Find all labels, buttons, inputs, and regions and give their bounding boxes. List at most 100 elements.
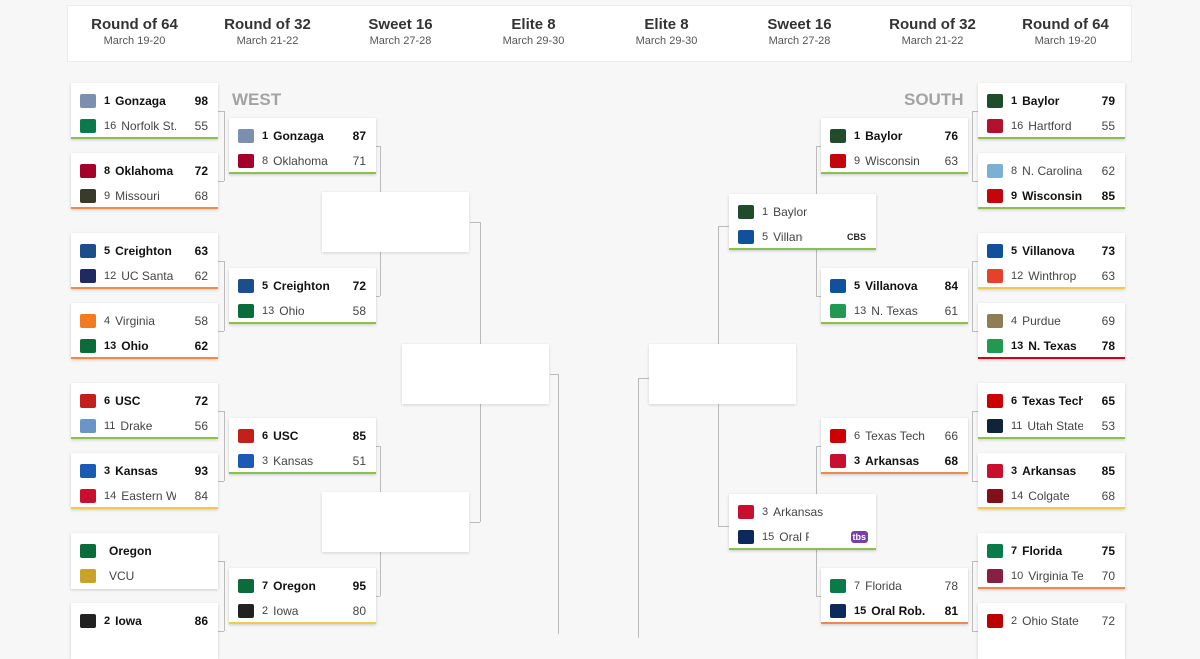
team-score: 53 [1101,418,1115,433]
baylor-bu-icon [987,93,1003,108]
team-row[interactable] [978,633,1125,658]
empty-game-slot[interactable] [402,344,549,404]
empty-game-slot[interactable] [322,492,469,552]
north-texas-unt-icon [830,303,846,318]
team-seed: 3 [762,505,769,518]
team-name: Wisconsin [1022,188,1083,203]
team-score: 65 [1101,393,1115,408]
ucsb-gaucho-icon [80,268,96,283]
team-row[interactable]: VCU [71,563,218,588]
team-name: Virginia Tech [1028,568,1083,583]
baylor-bu-icon [830,128,846,143]
bracket-connector [972,111,978,112]
bracket-connector [224,561,225,631]
team-row[interactable]: 5VillanovaCBS [729,224,876,249]
empty-game-slot[interactable] [322,192,469,252]
round-title: Round of 32 [889,16,976,33]
team-row[interactable] [71,633,218,658]
team-score: 66 [944,428,958,443]
team-seed: 6 [1011,394,1018,407]
north-carolina-nc-icon [987,163,1003,178]
empty-game-slot[interactable] [649,344,796,404]
team-seed: 1 [762,205,769,218]
team-row[interactable]: Oregon [71,538,218,563]
team-name: Arkansas [865,453,920,468]
game-card[interactable]: 1Baylor5VillanovaCBS [729,194,876,250]
